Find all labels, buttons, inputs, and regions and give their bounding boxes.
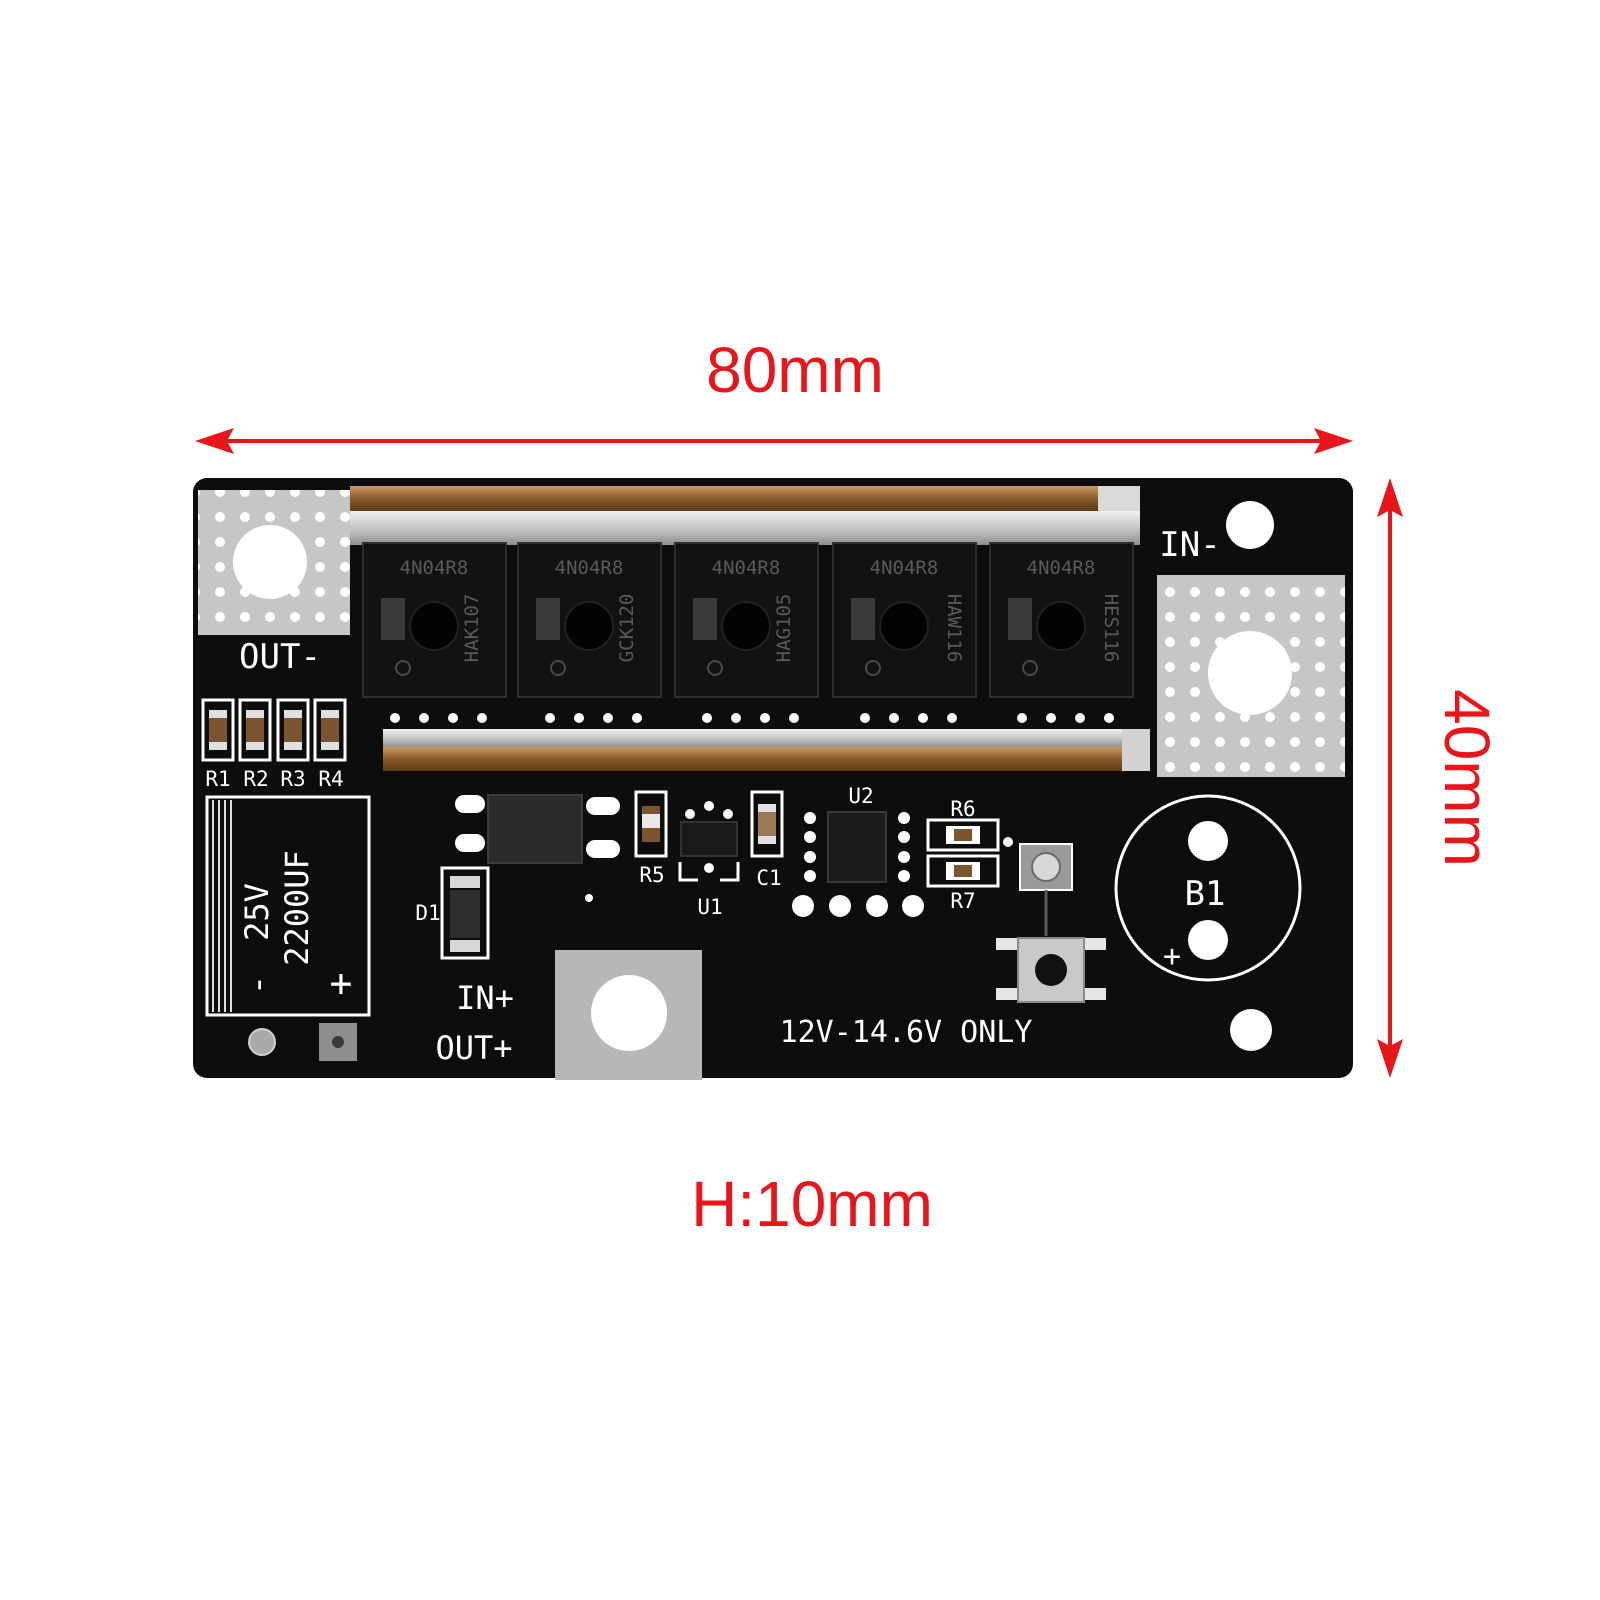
capacitor-footprint [205,795,371,1017]
diode-d1-label: D1 [415,901,440,925]
test-point [585,894,593,902]
mosfet-pins [390,713,487,723]
capacitor-round-pad [248,1028,276,1056]
in-minus-label: IN- [1159,525,1220,565]
test-point [1003,837,1013,847]
mosfet-3: 4N04R8 HAG105 [674,542,819,723]
mosfet-logo-mark [550,660,566,676]
mosfet-part-number: 4N04R8 [555,557,624,579]
mosfet-pins [860,713,957,723]
buzzer-plus-mark: + [1163,939,1181,974]
capacitor-capacitance-label: 2200UF [278,850,316,966]
capacitor-minus-mark: - [238,975,278,995]
mosfet-logo-mark [1022,660,1038,676]
regulator-u1-label: U1 [697,895,722,919]
mosfet-pin1-dimple [1036,601,1086,651]
pcb-board: OUT- 4N04R8 HAK107 4N04R8 GCK120 [193,478,1353,1080]
top-copper-busbar [350,486,1140,545]
mosfet-pin1-dimple [409,601,459,651]
programming-pads [792,895,924,917]
width-dimension-arrow [195,428,1353,454]
buzzer-b1-label: B1 [1185,874,1226,914]
mosfet-part-number: 4N04R8 [1027,557,1096,579]
resistor-r5-label: R5 [639,863,664,887]
resistor-r6 [926,818,1000,852]
resistor-r2 [238,698,272,762]
in-plus-out-plus-terminal-pad [555,950,702,1080]
resistor-label-r4: R4 [318,767,343,791]
mosfet-logo-mark [707,660,723,676]
height-dimension-arrow [1377,478,1403,1078]
input-voltage-note: 12V-14.6V ONLY [780,1015,1033,1050]
mosfet-part-number: 4N04R8 [712,557,781,579]
capacitor-square-pad [319,1023,357,1061]
mosfet-pins [545,713,642,723]
out-minus-mounting-hole [233,525,307,599]
mosfet-datamatrix [536,598,560,640]
mosfet-5: 4N04R8 HES116 [989,542,1134,723]
status-led [1019,843,1073,891]
mosfet-datamatrix [381,598,405,640]
height-dimension-label: 40mm [1431,689,1503,867]
out-minus-label: OUT- [239,637,321,677]
mosfet-pin1-dimple [879,601,929,651]
mosfet-pins [1017,713,1114,723]
out-plus-label: OUT+ [435,1029,512,1067]
capacitor-voltage-label: 25V [238,883,276,941]
resistor-label-r3: R3 [280,767,305,791]
controller-u2 [804,811,910,883]
mosfet-date-code: HES116 [1100,594,1122,663]
mosfet-2: 4N04R8 GCK120 [517,542,662,723]
width-dimension-label: 80mm [706,334,884,406]
power-transistor [455,794,620,864]
buzzer-pin-hole [1188,920,1228,960]
mosfet-datamatrix [693,598,717,640]
in-plus-label: IN+ [456,979,514,1017]
capacitor-c1 [750,790,784,858]
top-right-mounting-hole [1226,501,1274,549]
mosfet-logo-mark [395,660,411,676]
resistor-r6-label: R6 [950,797,975,821]
mosfet-date-code: GCK120 [616,594,638,663]
mosfet-4: 4N04R8 HAW116 [832,542,977,723]
mosfet-date-code: HAW116 [943,594,965,663]
mosfet-datamatrix [851,598,875,640]
mosfet-date-code: HAK107 [461,594,483,663]
capacitor-plus-mark: + [330,961,353,1005]
switch-button-cap [1035,954,1067,986]
resistor-r7 [926,854,1000,888]
resistor-r5 [634,790,668,858]
tactile-switch [996,937,1106,1003]
bottom-copper-busbar [383,729,1150,771]
mosfet-date-code: HAG105 [773,594,795,663]
out-minus-terminal-pad [198,490,350,635]
diode-d1 [440,866,490,960]
resistor-label-r2: R2 [243,767,268,791]
mosfet-1: 4N04R8 HAK107 [362,542,507,723]
resistor-r7-label: R7 [950,889,975,913]
mosfet-pin1-dimple [721,601,771,651]
in-minus-mounting-hole [1208,631,1292,715]
mosfet-part-number: 4N04R8 [400,557,469,579]
mosfet-logo-mark [865,660,881,676]
bottom-right-mounting-hole [1230,1009,1272,1051]
resistor-r1 [201,698,235,762]
mosfet-pins [702,713,799,723]
capacitor-c1-label: C1 [756,866,781,890]
thickness-dimension-label: H:10mm [691,1168,933,1240]
resistor-r3 [276,698,310,762]
resistor-r4 [313,698,347,762]
positive-mounting-hole [591,975,667,1051]
mosfet-part-number: 4N04R8 [870,557,939,579]
buzzer-b1 [1114,794,1302,982]
mosfet-pin1-dimple [564,601,614,651]
resistor-label-r1: R1 [205,767,230,791]
mosfet-datamatrix [1008,598,1032,640]
regulator-u1 [678,801,740,882]
in-minus-terminal-pad [1157,575,1345,777]
controller-u2-label: U2 [848,784,873,808]
buzzer-pin-hole [1188,821,1228,861]
